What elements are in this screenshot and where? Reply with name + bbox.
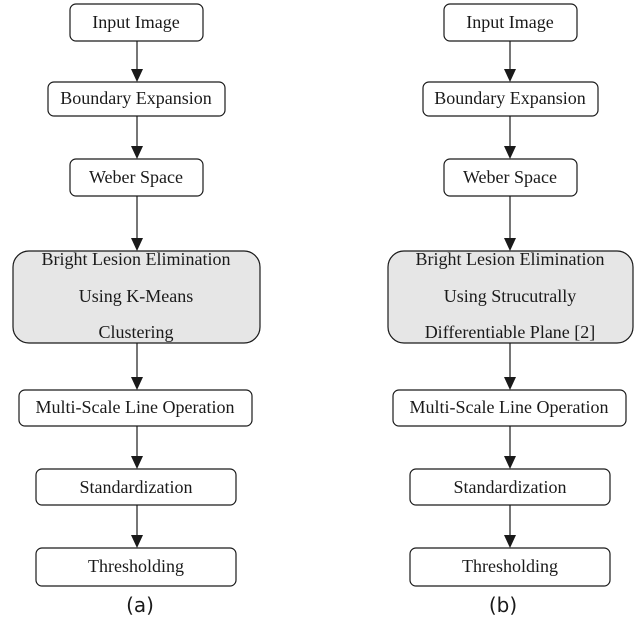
node-boundary-expansion-a: Boundary Expansion bbox=[47, 81, 226, 117]
node-label-line-3: Clustering bbox=[99, 322, 174, 342]
node-label-line-1: Bright Lesion Elimination bbox=[42, 249, 231, 269]
node-label: Boundary Expansion bbox=[434, 88, 585, 108]
node-boundary-expansion-b: Boundary Expansion bbox=[422, 81, 599, 117]
edge-a-6 bbox=[131, 505, 143, 548]
node-label: Thresholding bbox=[462, 556, 558, 576]
node-label: Boundary Expansion bbox=[60, 88, 211, 108]
node-bright-lesion-elimination-b: Bright Lesion Elimination Using Strucutr… bbox=[387, 249, 634, 344]
caption-a: (a) bbox=[126, 593, 154, 617]
node-label-line-2: Using Strucutrally bbox=[444, 286, 577, 306]
edge-a-5 bbox=[131, 426, 143, 469]
node-label: Weber Space bbox=[89, 167, 183, 187]
node-label-line-2: Using K-Means bbox=[79, 286, 194, 306]
node-standardization-a: Standardization bbox=[35, 468, 237, 506]
edge-a-2 bbox=[131, 116, 143, 159]
edge-b-2 bbox=[504, 116, 516, 159]
node-bright-lesion-elimination-a: Bright Lesion Elimination Using K-Means … bbox=[12, 249, 261, 344]
node-thresholding-b: Thresholding bbox=[409, 547, 611, 587]
node-label: Standardization bbox=[454, 477, 567, 497]
edge-b-4 bbox=[504, 343, 516, 390]
node-label-line-1: Bright Lesion Elimination bbox=[416, 249, 605, 269]
node-weber-space-a: Weber Space bbox=[69, 158, 204, 197]
edge-a-1 bbox=[131, 41, 143, 82]
caption-b: (b) bbox=[489, 593, 517, 617]
edge-b-5 bbox=[504, 426, 516, 469]
node-input-image-a: Input Image bbox=[69, 3, 204, 42]
edges-a bbox=[131, 41, 143, 548]
node-label: Input Image bbox=[466, 12, 553, 32]
edge-b-6 bbox=[504, 505, 516, 548]
flowchart-a: Input Image Boundary Expansion Weber Spa… bbox=[12, 3, 261, 617]
node-weber-space-b: Weber Space bbox=[443, 158, 578, 197]
node-input-image-b: Input Image bbox=[443, 3, 578, 42]
node-standardization-b: Standardization bbox=[409, 468, 611, 506]
node-label: Input Image bbox=[92, 12, 179, 32]
node-label: Standardization bbox=[80, 477, 193, 497]
node-thresholding-a: Thresholding bbox=[35, 547, 237, 587]
edge-a-4 bbox=[131, 343, 143, 390]
edge-a-3 bbox=[131, 196, 143, 251]
node-label-line-3: Differentiable Plane [2] bbox=[425, 322, 596, 342]
node-multi-scale-line-operation-a: Multi-Scale Line Operation bbox=[18, 389, 253, 427]
node-label: Weber Space bbox=[463, 167, 557, 187]
node-label: Thresholding bbox=[88, 556, 184, 576]
node-multi-scale-line-operation-b: Multi-Scale Line Operation bbox=[392, 389, 627, 427]
node-label: Multi-Scale Line Operation bbox=[410, 397, 609, 417]
edge-b-3 bbox=[504, 196, 516, 251]
flowchart-b: Input Image Boundary Expansion Weber Spa… bbox=[387, 3, 634, 617]
edges-b bbox=[504, 41, 516, 548]
edge-b-1 bbox=[504, 41, 516, 82]
node-label: Multi-Scale Line Operation bbox=[36, 397, 235, 417]
